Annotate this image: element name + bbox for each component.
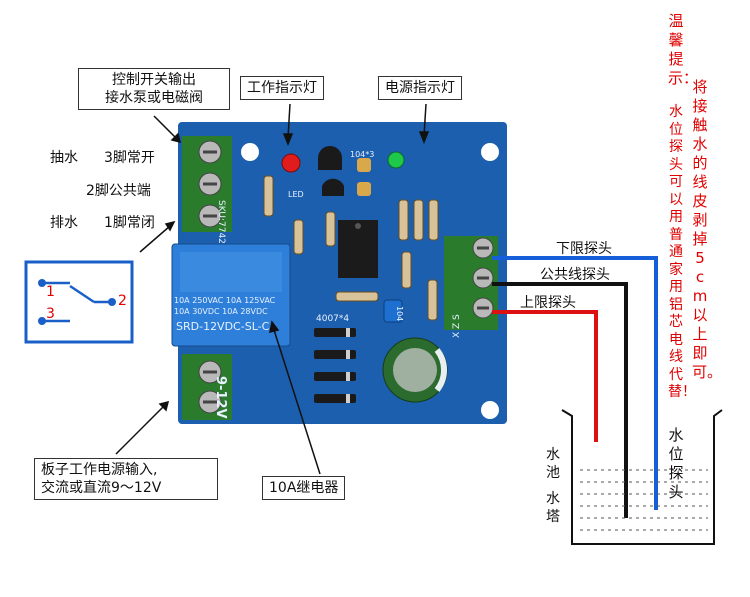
power-input-callout: 板子工作电源输入, 交流或直流9～12V [34,458,218,500]
probe-terminal-block [444,236,498,330]
power-input-line2: 交流或直流9～12V [41,480,162,496]
switch-symbol [24,260,134,344]
work-indicator-callout: 工作指示灯 [240,76,324,100]
power-indicator-callout: 电源指示灯 [378,76,462,100]
xzs-label: X Z S [452,314,462,338]
upper-probe-wire [492,310,598,442]
power-terminal-block [182,354,232,420]
common-probe-label: 公共线探头 [540,267,610,283]
switch-pin3: 3 [46,306,55,322]
relay-model: SRD-12VDC-SL-C [176,320,270,333]
control-output-callout: 控制开关输出 接水泵或电磁阀 [78,68,230,110]
relay-callout: 10A继电器 [262,476,346,500]
control-output-line2: 接水泵或电磁阀 [105,90,203,106]
tank-left-char1: 水 [546,447,560,463]
tank-left-char2: 池 [546,465,560,481]
lower-probe-label: 下限探头 [556,241,612,257]
pump-in-label: 抽水 [50,150,78,166]
tank-left-char4: 塔 [546,509,560,525]
led-label: LED [288,190,304,199]
common-probe-wire [492,282,628,518]
ic-chip [338,220,378,278]
power-input-line1: 板子工作电源输入, [41,462,158,478]
pin2-label: 2脚公共端 [86,183,151,199]
upper-probe-label: 上限探头 [520,295,576,311]
electrolytic-capacitor [382,337,448,403]
green-led [387,151,405,169]
pin1-label: 1脚常闭 [104,215,155,231]
output-terminal-block [182,136,232,232]
voltage-label: 9-12V [213,376,228,419]
sku-label: SKU:7742 [216,200,226,244]
lower-probe-wire [492,256,658,510]
switch-pin2: 2 [118,293,127,309]
chip-label: 104*3 [350,150,375,159]
relay-component [171,243,291,347]
tip-body-col1: 将接触水的线皮剥掉5cm以上即可。 [692,78,723,381]
water-tank [561,409,723,545]
red-led [281,153,301,173]
tank-probe-label: 水位探头 [668,426,684,501]
tip-title: 温馨提示： [668,12,699,87]
relay-spec-line2: 10A 30VDC 10A 28VDC [174,307,268,316]
diode-label: 4007*4 [316,314,350,324]
relay-spec-line1: 10A 250VAC 10A 125VAC [174,296,276,305]
tip-body-col2: 水位探头可以用普通家用铝芯电线代替！ [668,104,696,400]
pin3-label: 3脚常开 [104,150,155,166]
tank-left-char3: 水 [546,491,560,507]
switch-pin1: 1 [46,284,55,300]
drain-label: 排水 [50,215,78,231]
cap-label: 104 [395,306,404,322]
control-output-line1: 控制开关输出 [112,72,196,88]
